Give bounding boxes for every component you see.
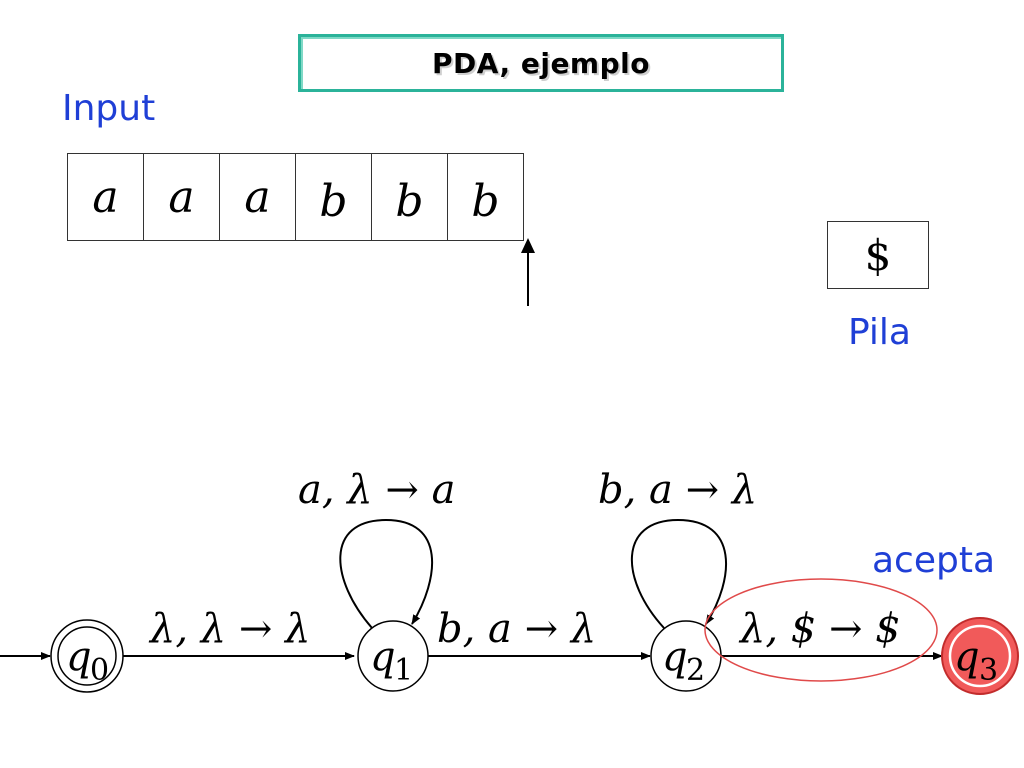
state-q2: q 2 bbox=[650, 620, 722, 692]
loop-q1 bbox=[339, 518, 434, 629]
state-label: q bbox=[66, 634, 92, 680]
tape-cell: a bbox=[220, 154, 296, 240]
transition-label-q0-q1: λ, λ → λ bbox=[148, 606, 310, 652]
loop-q2 bbox=[631, 518, 728, 629]
state-subscript: 0 bbox=[90, 653, 109, 688]
state-q0: q 0 bbox=[50, 619, 124, 693]
state-label: q bbox=[954, 634, 980, 680]
tape-cell: a bbox=[68, 154, 144, 240]
state-q3: q 3 bbox=[941, 617, 1019, 695]
acepta-label: acepta bbox=[872, 540, 996, 581]
transition-label-q2-q3: λ, $ → $ bbox=[738, 606, 901, 652]
tape-head-arrow-icon bbox=[521, 238, 535, 253]
stack-cell: $ bbox=[827, 221, 929, 289]
slide-title: PDA, ejemplo bbox=[432, 47, 650, 80]
input-label: Input bbox=[62, 88, 156, 129]
title-box: PDA, ejemplo bbox=[298, 34, 784, 92]
input-tape: a a a b b b bbox=[67, 153, 524, 241]
state-label: q bbox=[662, 634, 688, 680]
tape-cell: b bbox=[296, 154, 372, 240]
state-subscript: 1 bbox=[394, 653, 413, 688]
state-q1: q 1 bbox=[357, 620, 429, 692]
state-subscript: 2 bbox=[686, 653, 705, 688]
state-label: q bbox=[370, 634, 396, 680]
pila-label: Pila bbox=[848, 312, 911, 353]
transition-label-q2-loop: b, a → λ bbox=[598, 467, 757, 513]
transition-label-q1-loop: a, λ → a bbox=[298, 467, 455, 513]
state-subscript: 3 bbox=[979, 653, 998, 688]
transition-label-q1-q2: b, a → λ bbox=[437, 606, 596, 652]
tape-cell: b bbox=[448, 154, 524, 240]
tape-cell: b bbox=[372, 154, 448, 240]
highlight-ellipse bbox=[704, 578, 938, 682]
tape-cell: a bbox=[144, 154, 220, 240]
